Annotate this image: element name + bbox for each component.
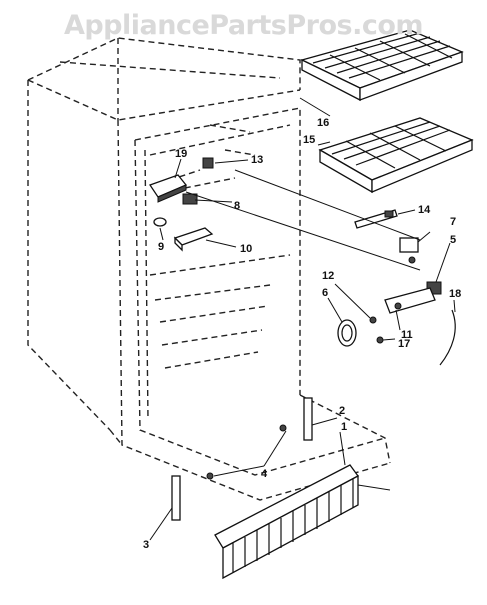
part-9-lamp xyxy=(153,217,167,227)
leader-lines xyxy=(149,97,456,541)
callout-8: 8 xyxy=(234,200,240,212)
callout-10: 10 xyxy=(240,243,252,255)
part-19-control-housing xyxy=(148,174,188,203)
callout-16: 16 xyxy=(317,117,329,129)
callout-7: 7 xyxy=(450,216,456,228)
part-12-screw xyxy=(369,316,377,324)
callout-15: 15 xyxy=(303,134,315,146)
part-15-wire-shelf xyxy=(318,117,474,194)
part-17-screw xyxy=(376,336,384,344)
part-13-thermostat xyxy=(202,157,214,169)
callout-11: 11 xyxy=(401,329,413,341)
callout-4: 4 xyxy=(261,468,268,480)
cabinet-outline xyxy=(27,37,391,501)
callout-14: 14 xyxy=(418,204,431,216)
callout-12: 12 xyxy=(322,270,334,282)
part-1-grille xyxy=(214,464,391,580)
part-11-mounting-plate xyxy=(384,287,436,314)
callout-9: 9 xyxy=(158,241,164,253)
callout-2: 2 xyxy=(339,405,345,417)
part-7-switch xyxy=(399,237,419,264)
callout-13: 13 xyxy=(251,154,263,166)
part-8-knob xyxy=(182,193,198,205)
callout-5: 5 xyxy=(450,234,456,246)
callout-6: 6 xyxy=(322,287,328,299)
part-16-wire-shelf xyxy=(300,29,464,102)
callout-1: 1 xyxy=(341,421,347,433)
part-10-bracket xyxy=(173,227,214,252)
callout-19: 19 xyxy=(175,148,187,160)
part-6-gasket-ring xyxy=(337,319,357,347)
callout-3: 3 xyxy=(143,539,149,551)
part-14-door-bar xyxy=(354,209,398,229)
part-4-screw xyxy=(206,424,287,480)
watermark: AppliancePartsPros.com xyxy=(63,10,424,41)
part-18-wire xyxy=(439,309,456,366)
callout-17: 17 xyxy=(398,338,410,350)
part-3-hinge xyxy=(171,475,181,521)
callout-18: 18 xyxy=(449,288,461,300)
part-2-hinge xyxy=(303,397,313,441)
